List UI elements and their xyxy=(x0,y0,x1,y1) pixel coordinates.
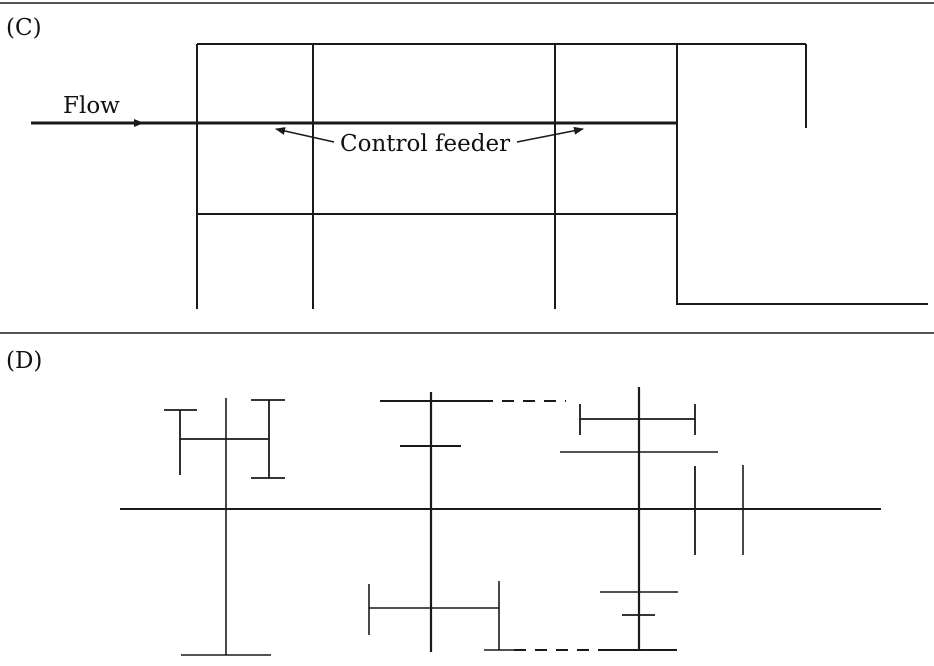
panel-c-label: (C) xyxy=(6,15,42,41)
flow-label: Flow xyxy=(63,93,120,119)
panel-d: (D) xyxy=(6,348,881,656)
control-feeder-label: Control feeder xyxy=(340,131,510,157)
control-feeder-pointer-right xyxy=(516,126,584,143)
panel-d-label: (D) xyxy=(6,348,42,374)
panel-c: (C) Flow Control feeder xyxy=(6,15,928,309)
control-feeder-pointer-left xyxy=(275,127,335,143)
